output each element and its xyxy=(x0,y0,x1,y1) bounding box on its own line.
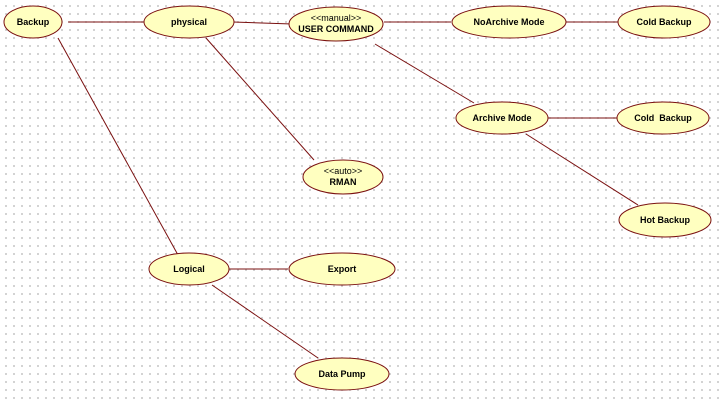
node-physical-ellipse xyxy=(143,5,235,39)
node-noarchive-mode-label: NoArchive Mode xyxy=(473,17,544,27)
node-rman-stereotype: <<auto>> xyxy=(324,166,363,176)
node-user-command-label: USER COMMAND xyxy=(298,24,374,34)
node-export[interactable]: Export xyxy=(288,252,396,286)
node-user-command-ellipse xyxy=(288,6,384,42)
node-data-pump-ellipse xyxy=(294,357,390,391)
edge-user-command-archive-mode xyxy=(374,43,475,104)
node-logical-label: Logical xyxy=(173,264,205,274)
node-archive-mode[interactable]: Archive Mode xyxy=(455,101,549,135)
node-cold-backup-noarchive-ellipse xyxy=(617,5,711,39)
node-user-command-stereotype: <<manual>> xyxy=(311,13,362,23)
node-export-label: Export xyxy=(328,264,357,274)
node-cold-backup-noarchive[interactable]: Cold Backup xyxy=(617,5,711,39)
node-cold-backup-noarchive-label: Cold Backup xyxy=(636,17,692,27)
node-export-ellipse xyxy=(288,252,396,286)
node-user-command[interactable]: <<manual>> USER COMMAND xyxy=(288,6,384,42)
node-cold-backup-archive[interactable]: Cold Backup xyxy=(616,101,710,135)
node-cold-backup-archive-ellipse xyxy=(616,101,710,135)
node-rman-label: RMAN xyxy=(330,177,357,187)
node-archive-mode-ellipse xyxy=(455,101,549,135)
node-rman-ellipse xyxy=(302,159,384,195)
node-physical-label: physical xyxy=(171,17,207,27)
edges xyxy=(57,21,639,359)
node-logical-ellipse xyxy=(148,252,230,286)
node-backup-label: Backup xyxy=(17,17,50,27)
edge-logical-data-pump xyxy=(211,284,319,359)
node-backup-ellipse xyxy=(3,5,63,39)
node-logical[interactable]: Logical xyxy=(148,252,230,286)
node-noarchive-mode[interactable]: NoArchive Mode xyxy=(451,5,567,39)
node-archive-mode-label: Archive Mode xyxy=(472,113,531,123)
edge-archive-mode-hot-backup xyxy=(525,133,639,206)
edge-physical-user-command xyxy=(232,21,293,25)
node-hot-backup[interactable]: Hot Backup xyxy=(618,202,712,238)
node-hot-backup-ellipse xyxy=(618,202,712,238)
edge-backup-logical xyxy=(57,37,179,256)
node-backup[interactable]: Backup xyxy=(3,5,63,39)
node-rman[interactable]: <<auto>> RMAN xyxy=(302,159,384,195)
node-data-pump[interactable]: Data Pump xyxy=(294,357,390,391)
node-physical[interactable]: physical xyxy=(143,5,235,39)
node-noarchive-mode-ellipse xyxy=(451,5,567,39)
node-data-pump-label: Data Pump xyxy=(318,369,366,379)
node-cold-backup-archive-label: Cold Backup xyxy=(634,113,692,123)
node-hot-backup-label: Hot Backup xyxy=(640,215,691,225)
edge-physical-rman xyxy=(205,37,315,161)
